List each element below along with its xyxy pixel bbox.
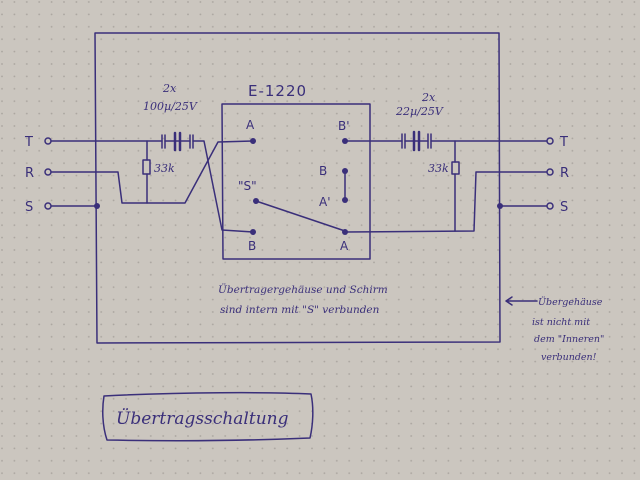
pin-label-top-left: A — [246, 118, 255, 132]
pin-label-mid-right-top: B — [319, 164, 327, 178]
terminal-left-s[interactable] — [44, 202, 52, 210]
pin-s — [253, 198, 259, 204]
wire-right-a — [344, 171, 549, 233]
left-terminal-s-label: S — [25, 200, 33, 215]
note-side-line-4: verbunden! — [541, 352, 597, 363]
left-cap-count: 2x — [162, 82, 177, 95]
diagram-title: Übertragsschaltung — [116, 408, 289, 429]
device-box — [221, 103, 371, 260]
note-side-line-2: ist nicht mit — [532, 317, 590, 328]
right-terminal-r-label: R — [560, 166, 569, 181]
pin-b — [342, 168, 348, 174]
terminal-left-r[interactable] — [44, 168, 52, 176]
note-side-line-1: Übergehäuse — [538, 296, 603, 308]
right-cap-count: 2x — [421, 91, 436, 104]
pin-label-bottom-right: A — [340, 239, 349, 253]
pin-label-bottom-left: B — [248, 239, 256, 253]
pin-label-mid-left: "S" — [238, 179, 257, 193]
left-capacitor-pair — [161, 131, 194, 152]
right-terminal-t-label: T — [559, 135, 568, 150]
right-cap-value: 22µ/25V — [395, 105, 444, 118]
pin-label-top-right: B' — [338, 119, 350, 133]
right-resistor-label: 33k — [428, 162, 449, 175]
wire-switch-s-to-a — [255, 200, 346, 232]
left-cap-value: 100µ/25V — [143, 100, 198, 113]
wire-left-r — [49, 140, 254, 204]
terminal-right-s[interactable] — [546, 202, 554, 210]
terminal-right-t[interactable] — [546, 137, 554, 145]
pin-a-prime — [342, 197, 348, 203]
junction-left-s — [94, 203, 100, 209]
title-box — [102, 391, 314, 442]
note-main-line-2: sind intern mit "S" verbunden — [220, 304, 380, 316]
side-note-arrow — [505, 296, 538, 306]
right-capacitor-pair — [401, 130, 432, 152]
left-resistor-label: 33k — [154, 162, 175, 175]
note-side-line-3: dem "Inneren" — [534, 334, 604, 345]
wire-left-cap-out — [192, 140, 254, 233]
junction-right-s — [497, 203, 503, 209]
terminal-right-r[interactable] — [546, 168, 554, 176]
right-terminal-s-label: S — [560, 200, 568, 215]
pin-a-top — [250, 138, 256, 144]
pin-b-bottom — [250, 229, 256, 235]
pin-b-prime — [342, 138, 348, 144]
note-main-line-1: Übertragergehäuse und Schirm — [218, 282, 388, 296]
pin-label-mid-right-bottom: A' — [319, 195, 331, 209]
device-label: E-1220 — [248, 82, 307, 100]
pin-a-bottom — [342, 229, 348, 235]
terminal-left-t[interactable] — [44, 137, 52, 145]
left-terminal-r-label: R — [25, 166, 34, 181]
outer-enclosure — [94, 32, 501, 344]
left-terminal-t-label: T — [24, 135, 33, 150]
